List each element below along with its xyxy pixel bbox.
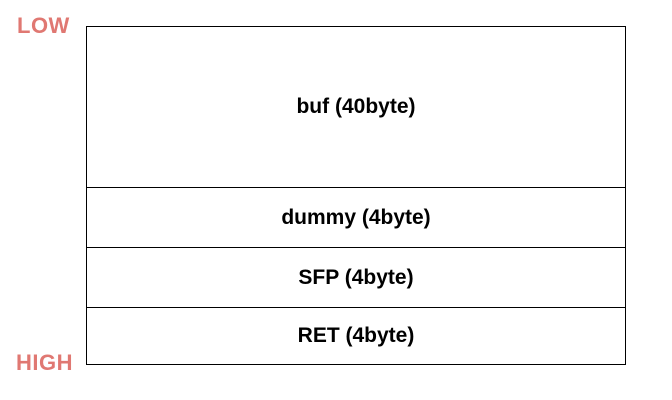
stack-segment-dummy: dummy (4byte) xyxy=(87,187,625,247)
high-address-label: HIGH xyxy=(16,350,73,375)
segment-label-dummy: dummy (4byte) xyxy=(281,205,431,229)
segment-label-sfp: SFP (4byte) xyxy=(298,265,414,289)
stack-segment-sfp: SFP (4byte) xyxy=(87,247,625,307)
stack-segment-buf: buf (40byte) xyxy=(87,27,625,187)
stack-frame-diagram: buf (40byte) dummy (4byte) SFP (4byte) R… xyxy=(86,26,626,365)
segment-label-ret: RET (4byte) xyxy=(297,324,415,347)
stack-segment-ret: RET (4byte) xyxy=(87,307,625,364)
segment-label-buf: buf (40byte) xyxy=(296,95,416,118)
low-address-label: LOW xyxy=(17,13,70,38)
